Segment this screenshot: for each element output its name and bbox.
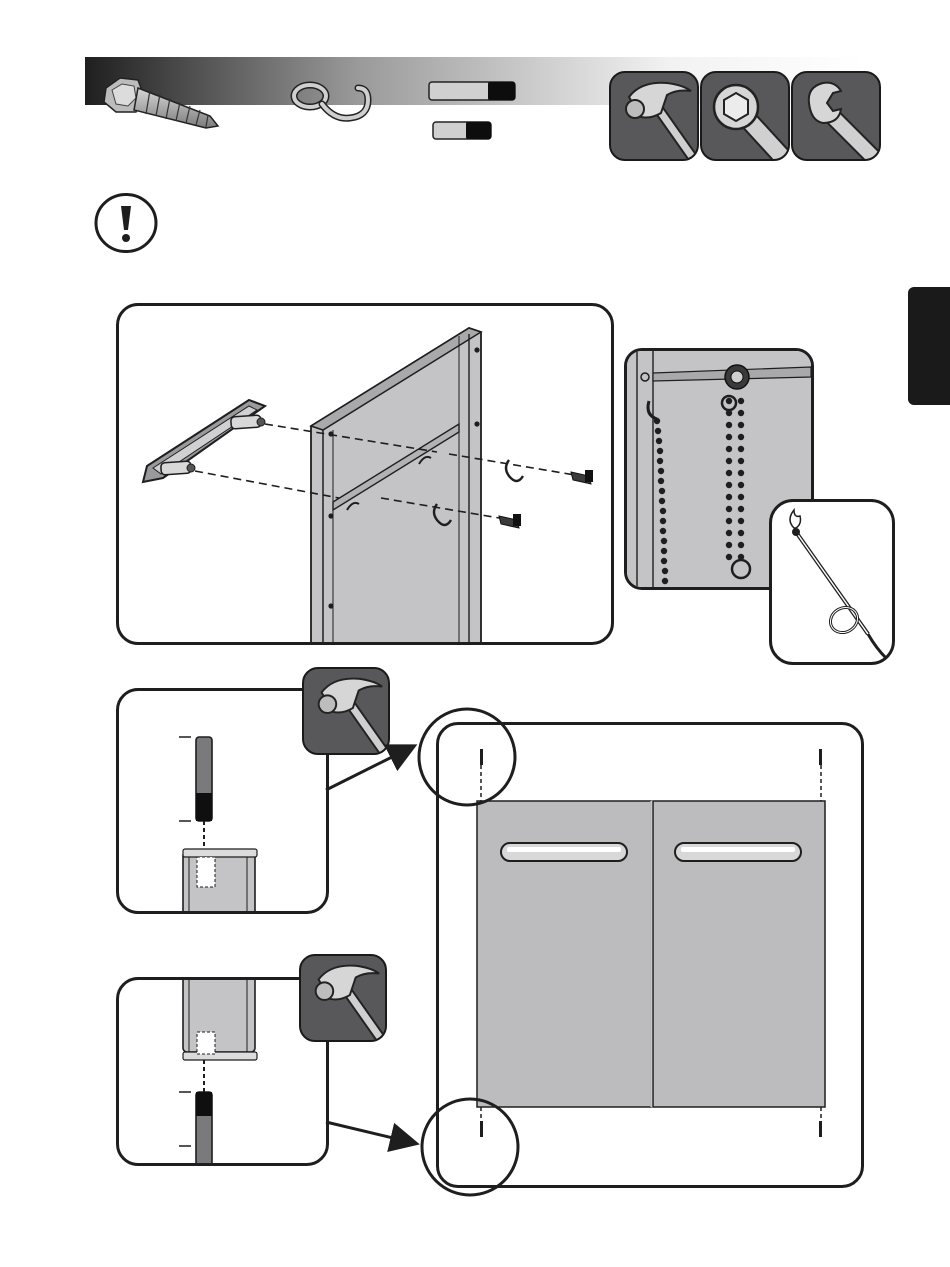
top-pin-callout-circle [417,707,517,807]
hammer-tool-badge-top [302,667,390,755]
hammer-tool-badge-bottom [299,954,387,1042]
ignition-wire-panel [769,499,895,665]
hammer-icon [304,669,388,753]
bottom-pin-callout-circle [419,1097,521,1197]
hammer-tool-badge [609,71,699,161]
socket-tool-badge [700,71,790,161]
top-pin-detail-panel [116,688,329,914]
bottom-pin-detail-panel [116,977,329,1166]
wrench-tool-badge [791,71,881,161]
socket-icon [702,73,788,159]
hammer-icon [611,73,697,159]
short-pin-icon [432,121,492,140]
hex-head-screw-icon [98,70,228,140]
exclamation-icon [93,192,159,254]
hook-bracket-panel [116,303,614,645]
s-hook-icon [288,76,380,136]
wrench-icon [793,73,879,159]
section-tab [908,287,950,405]
flame-icon [790,510,801,528]
towel-bar-bracket [143,400,265,482]
hammer-icon [301,956,385,1040]
cabinet-panel [311,328,481,642]
long-pin-icon [428,81,516,101]
